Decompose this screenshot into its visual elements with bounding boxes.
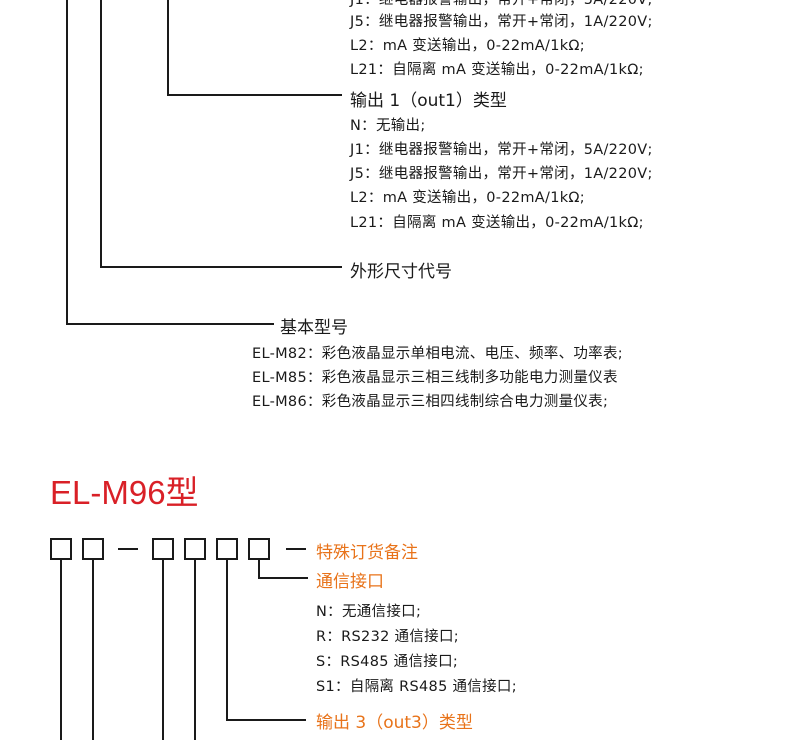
code-box <box>248 538 270 560</box>
remark-heading: 特殊订货备注 <box>316 543 418 563</box>
code-dash <box>118 548 138 550</box>
base-item: EL-M85：彩色液晶显示三相三线制多功能电力测量仪表 <box>252 370 618 386</box>
out2-item: J5：继电器报警输出，常开+常闭，1A/220V; <box>350 14 653 30</box>
out2-item: L2：mA 变送输出，0-22mA/1kΩ; <box>350 38 585 54</box>
out1-item: L2：mA 变送输出，0-22mA/1kΩ; <box>350 190 585 206</box>
comm-heading: 通信接口 <box>316 572 384 592</box>
base-item: EL-M86：彩色液晶显示三相四线制综合电力测量仪表; <box>252 394 609 410</box>
comm-item: S1：自隔离 RS485 通信接口; <box>316 679 517 695</box>
code-box <box>152 538 174 560</box>
connector-line-base-h <box>66 323 274 325</box>
connector-line-comm-h <box>258 577 308 579</box>
code-box <box>216 538 238 560</box>
partial-line: J1：继电器报警输出，常开+常闭，5A/220V; <box>350 0 653 8</box>
connector-line-shape <box>100 0 102 268</box>
code-box <box>184 538 206 560</box>
connector-line-out2 <box>167 0 169 95</box>
connector-line-comm <box>258 560 260 578</box>
connector-line-shape-h <box>100 266 342 268</box>
out1-item: J5：继电器报警输出，常开+常闭，1A/220V; <box>350 166 653 182</box>
connector-line <box>92 560 94 740</box>
out2-item: L21：自隔离 mA 变送输出，0-22mA/1kΩ; <box>350 62 644 78</box>
out1-heading: 输出 1（out1）类型 <box>350 91 507 111</box>
shape-heading: 外形尺寸代号 <box>350 262 452 282</box>
out1-item: J1：继电器报警输出，常开+常闭，5A/220V; <box>350 142 653 158</box>
connector-line-base <box>66 0 68 324</box>
connector-line <box>194 560 196 740</box>
out1-item: L21：自隔离 mA 变送输出，0-22mA/1kΩ; <box>350 215 644 231</box>
base-heading: 基本型号 <box>280 318 348 338</box>
code-box <box>50 538 72 560</box>
section-title: EL-M96型 <box>50 474 199 511</box>
connector-line <box>60 560 62 740</box>
connector-line-out3 <box>226 560 228 720</box>
connector-line-out3-h <box>226 719 306 721</box>
base-item: EL-M82：彩色液晶显示单相电流、电压、频率、功率表; <box>252 346 623 362</box>
comm-item: N：无通信接口; <box>316 604 422 620</box>
comm-item: S：RS485 通信接口; <box>316 654 459 670</box>
code-dash <box>286 548 306 550</box>
connector-line <box>162 560 164 740</box>
connector-line-out1-h <box>167 94 342 96</box>
code-box <box>82 538 104 560</box>
out3-heading: 输出 3（out3）类型 <box>316 713 473 733</box>
comm-item: R：RS232 通信接口; <box>316 629 459 645</box>
out1-item: N：无输出; <box>350 118 426 134</box>
